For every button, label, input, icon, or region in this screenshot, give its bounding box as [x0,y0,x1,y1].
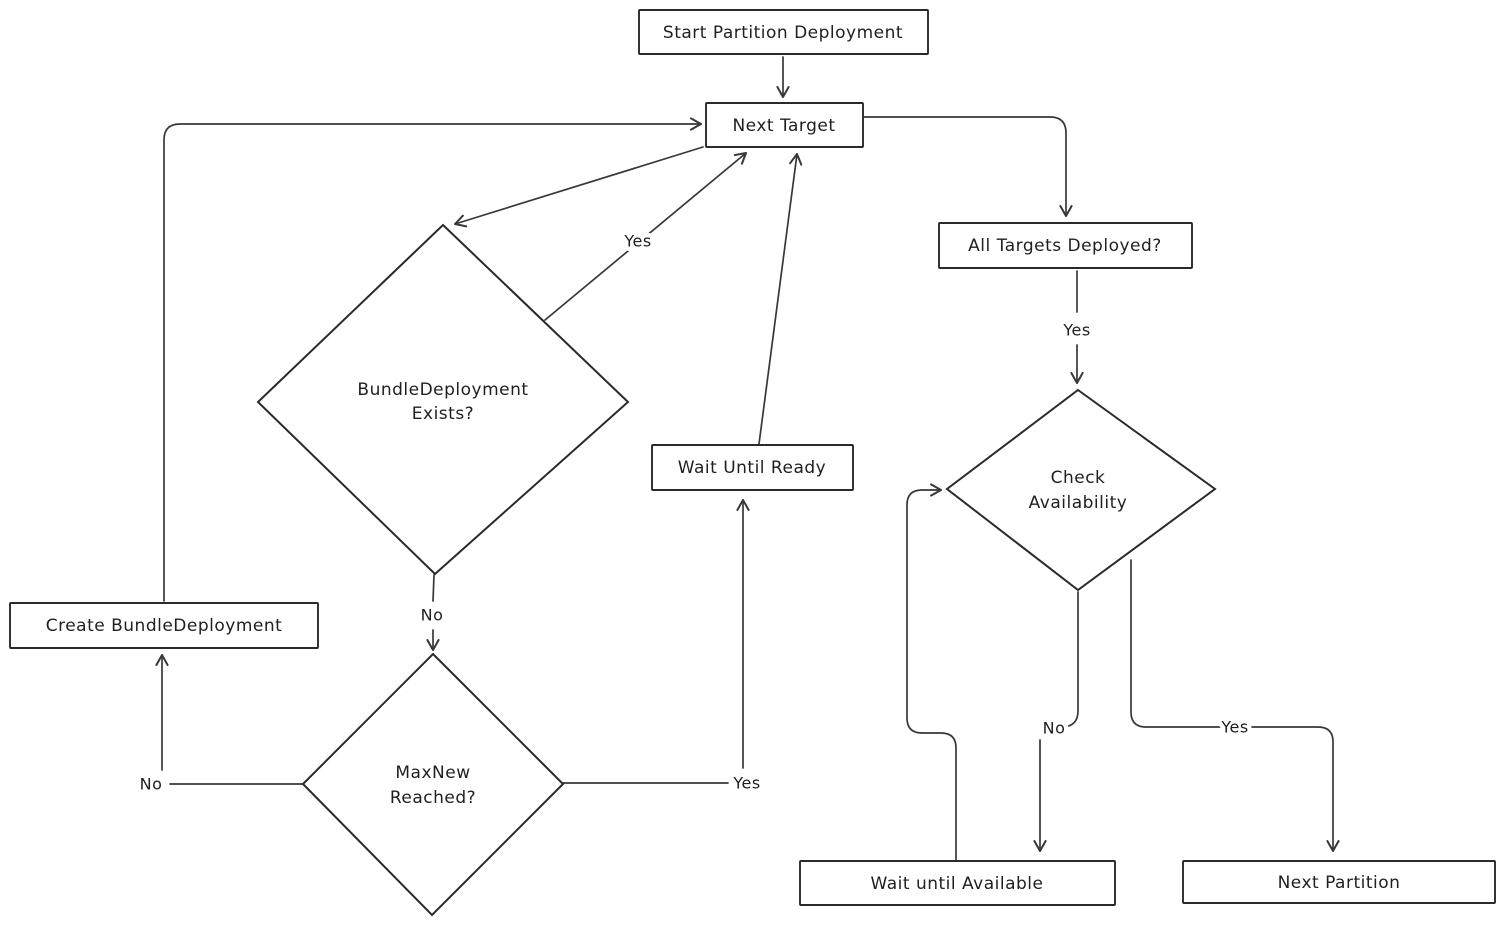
edge-wait-available-to-check [906,483,957,862]
node-wait-until-available-box [799,860,1116,906]
edge-check-no-upper [1062,591,1079,728]
node-bundle-deployment-exists-diamond [256,223,630,576]
node-check-availability-label-line1: Check [1051,468,1106,488]
node-wait-until-available: Wait until Available [799,860,1116,906]
node-all-targets-deployed-box [938,222,1193,269]
edge-bundle-exists-no-upper [432,574,435,602]
node-check-availability-label-line2: Availability [1029,493,1128,513]
edge-label-bundle-exists-yes: Yes [623,232,651,251]
node-check-availability-diamond [945,388,1217,592]
edge-label-bundle-exists-no: No [421,606,444,625]
node-create-bundle-deployment: Create BundleDeployment [9,602,319,649]
edge-label-maxnew-yes: Yes [732,774,760,793]
node-wait-until-ready: Wait Until Ready [651,444,854,491]
node-next-target-box [705,102,864,148]
node-next-target: Next Target [705,102,864,148]
node-next-target-label: Next Target [732,116,835,136]
node-bundle-deployment-exists-label-line1: BundleDeployment [357,380,528,400]
node-wait-until-available-label: Wait until Available [871,874,1044,894]
node-start-box [638,9,929,55]
node-next-partition-box [1182,860,1496,904]
node-next-partition-label: Next Partition [1278,873,1401,893]
node-maxnew-reached: MaxNew Reached? [301,652,565,917]
node-maxnew-reached-label-line2: Reached? [390,788,476,808]
edge-label-all-targets-yes: Yes [1062,321,1090,340]
edge-label-maxnew-no: No [140,775,163,794]
edge-next-target-to-bundle-exists [454,146,704,228]
node-bundle-deployment-exists-label-line2: Exists? [412,404,474,424]
node-next-partition: Next Partition [1182,860,1496,904]
node-start-label: Start Partition Deployment [663,23,903,43]
edge-labels: Yes Yes No No Yes No Yes [135,227,1253,798]
edge-label-check-no: No [1043,719,1066,738]
edge-wait-ready-to-next-target [758,153,803,445]
node-start: Start Partition Deployment [638,9,929,55]
nodes: Start Partition Deployment Next Target A… [9,9,1496,917]
node-bundle-deployment-exists: BundleDeployment Exists? [256,223,630,576]
node-maxnew-reached-diamond [301,652,565,917]
edge-label-check-yes: Yes [1220,718,1248,737]
edge-next-target-to-all-targets [863,116,1073,217]
node-create-bundle-deployment-label: Create BundleDeployment [46,616,283,636]
node-check-availability: Check Availability [945,388,1217,592]
node-all-targets-deployed: All Targets Deployed? [938,222,1193,269]
edge-bundle-exists-yes [544,152,747,321]
node-all-targets-deployed-label: All Targets Deployed? [968,236,1162,256]
edge-create-to-next-target [163,117,702,602]
node-create-bundle-deployment-box [9,602,319,649]
edges [155,56,1340,862]
edge-check-yes [1130,559,1340,852]
node-maxnew-reached-label-line1: MaxNew [395,763,470,783]
node-wait-until-ready-box [651,444,854,491]
node-wait-until-ready-label: Wait Until Ready [678,458,826,478]
